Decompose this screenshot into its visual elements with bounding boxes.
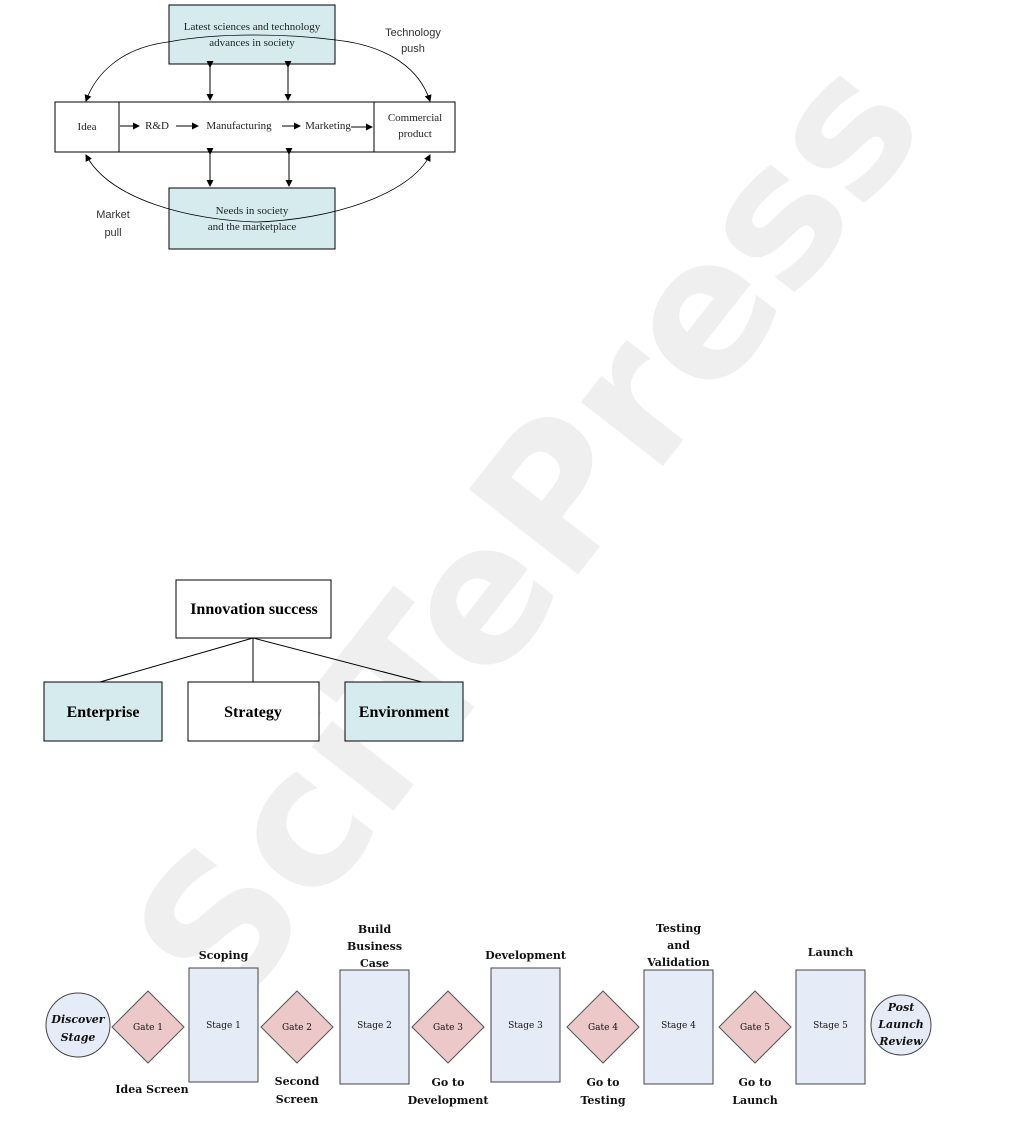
idea-label: Idea xyxy=(78,121,97,133)
market-pull-line2: pull xyxy=(104,227,121,239)
stage-label: Stage 2 xyxy=(357,1021,392,1031)
gate-caption: Idea Screen xyxy=(115,1083,188,1096)
market-needs-line2: and the marketplace xyxy=(208,221,297,233)
stage-3: Stage 3 Development xyxy=(485,949,567,1083)
technology-push-line1: Technology xyxy=(385,27,441,39)
stage-label: Stage 4 xyxy=(661,1021,696,1031)
stage-title: Build xyxy=(358,923,392,936)
post-launch-line3: Review xyxy=(878,1035,923,1048)
tech-advances-line1: Latest sciences and technology xyxy=(184,21,321,33)
stage-title: and xyxy=(667,939,690,952)
stage-box xyxy=(795,969,866,1085)
gate-label: Gate 1 xyxy=(133,1023,163,1033)
gate-caption: Launch xyxy=(732,1094,778,1107)
environment-label: Environment xyxy=(359,704,450,721)
gate-5: Gate 5 Go to Launch xyxy=(718,990,792,1107)
gate-caption: Go to xyxy=(432,1076,465,1089)
gate-label: Gate 3 xyxy=(433,1023,463,1033)
manufacturing-label: Manufacturing xyxy=(206,120,272,132)
process-row-box xyxy=(54,101,456,153)
watermark: SciTePress xyxy=(91,17,964,1048)
stage-box xyxy=(643,969,714,1085)
technology-push-line2: push xyxy=(401,43,425,55)
figure-innovation-success-tree: Innovation success Enterprise Strategy E… xyxy=(43,579,464,742)
market-needs-line1: Needs in society xyxy=(216,205,289,217)
interaction-arrows xyxy=(206,61,293,187)
stage-box xyxy=(188,967,259,1083)
gate-diamond xyxy=(111,990,185,1064)
discover-line1: Discover xyxy=(50,1013,105,1026)
environment-box xyxy=(344,681,464,742)
gate-label: Gate 4 xyxy=(588,1023,618,1033)
post-launch-review-circle xyxy=(870,994,932,1056)
enterprise-box xyxy=(43,681,163,742)
discover-stage-circle xyxy=(45,992,111,1058)
gate-diamond xyxy=(260,990,334,1064)
gate-diamond xyxy=(718,990,792,1064)
gate-caption: Go to xyxy=(739,1076,772,1089)
stage-label: Stage 5 xyxy=(813,1021,848,1031)
enterprise-label: Enterprise xyxy=(67,704,140,721)
stage-5: Stage 5 Launch xyxy=(795,946,866,1085)
gate-diamond xyxy=(566,990,640,1064)
strategy-box xyxy=(187,681,320,742)
strategy-label: Strategy xyxy=(224,704,282,721)
gate-diamond xyxy=(411,990,485,1064)
stage-box xyxy=(490,967,561,1083)
discover-line2: Stage xyxy=(61,1031,96,1044)
stage-title: Scoping xyxy=(199,949,249,962)
stage-title: Case xyxy=(360,957,389,970)
stage-title: Testing xyxy=(656,922,701,935)
stage-label: Stage 3 xyxy=(508,1021,543,1031)
gate-caption: Second xyxy=(275,1075,320,1088)
innovation-success-label: Innovation success xyxy=(190,601,318,618)
stage-title: Launch xyxy=(808,946,854,959)
gate-1: Gate 1 Idea Screen xyxy=(111,990,189,1096)
technology-push-arc xyxy=(84,41,169,102)
stage-title: Validation xyxy=(646,956,709,969)
gate-label: Gate 5 xyxy=(740,1023,770,1033)
gate-3: Gate 3 Go to Development xyxy=(408,990,490,1107)
gate-caption: Screen xyxy=(276,1093,318,1106)
innovation-success-box xyxy=(175,579,332,639)
market-needs-box xyxy=(168,187,336,250)
gate-caption: Go to xyxy=(587,1076,620,1089)
rnd-label: R&D xyxy=(145,120,169,132)
figure-innovation-model: Latest sciences and technology advances … xyxy=(54,4,456,250)
stage-title: Development xyxy=(485,949,567,962)
commercial-product-line2: product xyxy=(398,128,432,140)
commercial-product-line1: Commercial xyxy=(388,112,442,124)
gate-caption: Testing xyxy=(580,1094,625,1107)
stage-label: Stage 1 xyxy=(206,1021,241,1031)
marketing-label: Marketing xyxy=(305,120,351,132)
stage-title: Business xyxy=(347,940,402,953)
post-launch-line2: Launch xyxy=(877,1018,924,1031)
gate-4: Gate 4 Go to Testing xyxy=(566,990,640,1107)
post-launch-line1: Post xyxy=(887,1001,915,1014)
tech-advances-box xyxy=(168,4,336,65)
market-pull-line1: Market xyxy=(96,209,130,221)
tech-advances-line2: advances in society xyxy=(209,37,295,49)
gate-caption: Development xyxy=(408,1094,490,1107)
stage-1: Stage 1 Scoping xyxy=(188,949,259,1083)
figure-stage-gate-process: Discover Stage Post Launch Review Gate 1… xyxy=(45,922,932,1107)
market-pull-arc xyxy=(85,154,257,223)
stage-box xyxy=(339,969,410,1085)
gate-label: Gate 2 xyxy=(282,1023,312,1033)
